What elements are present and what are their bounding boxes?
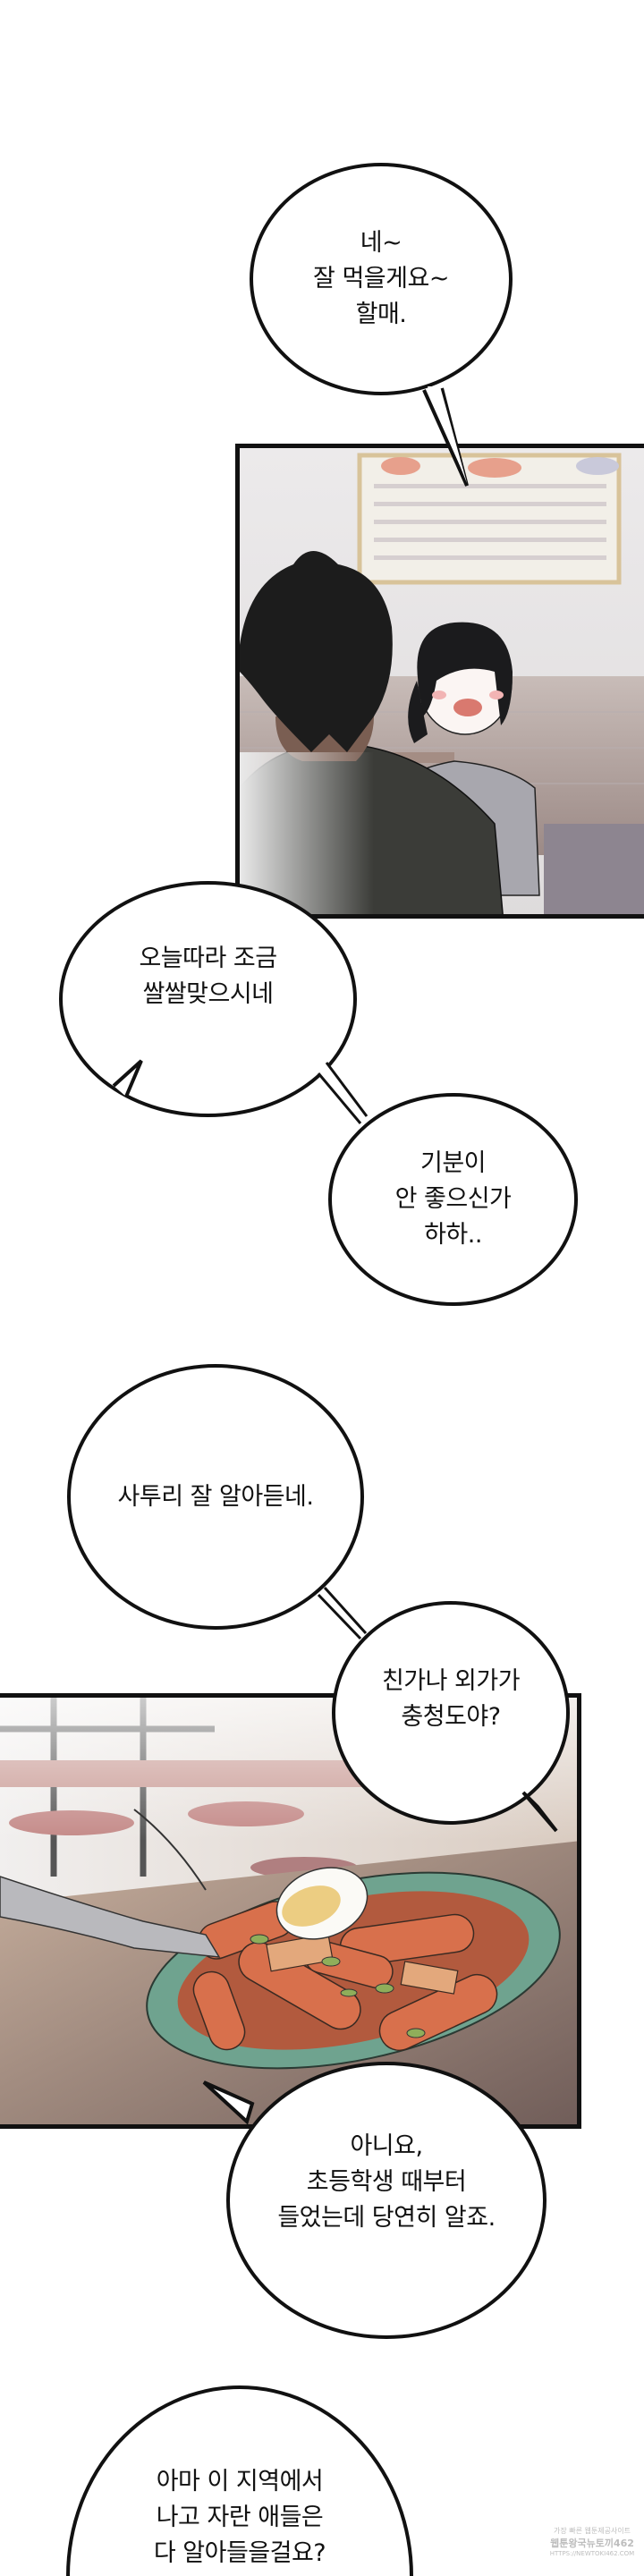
bubble-7-line-1: 아마 이 지역에서 bbox=[156, 2468, 324, 2496]
speech-bubble-1: 네~ 잘 먹을게요~ 할매. bbox=[250, 163, 513, 395]
watermark: 가장 빠른 웹툰제공사이트 웹툰왕국뉴토끼462 HTTPS://NEWTOKI… bbox=[547, 2469, 637, 2574]
bubble-5-line-2: 충청도야? bbox=[401, 1703, 501, 1731]
bubble-6-line-3: 들었는데 당연히 알죠. bbox=[277, 2204, 496, 2232]
bubble-3-line-1: 기분이 bbox=[419, 1149, 487, 1177]
panel-restaurant-conversation bbox=[235, 444, 644, 919]
panel-illustration-food bbox=[0, 1698, 577, 2124]
bubble-7-line-2: 나고 자란 애들은 bbox=[156, 2504, 324, 2531]
speech-bubble-5: 친가나 외가가 충청도야? bbox=[332, 1601, 570, 1825]
speech-bubble-2: 오늘따라 조금 쌀쌀맞으시네 bbox=[59, 881, 357, 1117]
connector-bubble-2-3 bbox=[317, 1062, 369, 1124]
bubble-6-line-2: 초등학생 때부터 bbox=[306, 2168, 467, 2196]
watermark-line-2: 웹툰왕국뉴토끼462 bbox=[550, 2538, 634, 2549]
bubble-1-line-1: 네~ bbox=[360, 229, 402, 257]
bubble-5-line-1: 친가나 외가가 bbox=[381, 1667, 521, 1695]
panel-tteokbokki-plate bbox=[0, 1693, 581, 2129]
bubble-2-line-2: 쌀쌀맞으시네 bbox=[142, 980, 274, 1008]
watermark-line-3: HTTPS://NEWTOKI462.COM bbox=[549, 2550, 635, 2557]
bubble-1-line-2: 잘 먹을게요~ bbox=[313, 265, 449, 292]
watermark-line-1: 가장 빠른 웹툰제공사이트 bbox=[553, 2527, 631, 2535]
bubble-2-line-1: 오늘따라 조금 bbox=[139, 945, 277, 972]
speech-bubble-4: 사투리 잘 알아듣네. bbox=[67, 1364, 364, 1630]
connector-bubble-4-5 bbox=[317, 1586, 368, 1640]
panel-illustration-couple bbox=[240, 448, 644, 914]
speech-bubble-6: 아니요, 초등학생 때부터 들었는데 당연히 알죠. bbox=[226, 2062, 547, 2339]
speech-bubble-3: 기분이 안 좋으신가 하하.. bbox=[328, 1093, 578, 1306]
bubble-6-line-1: 아니요, bbox=[350, 2132, 423, 2160]
bubble-4-line-1: 사투리 잘 알아듣네. bbox=[117, 1482, 314, 1511]
speech-bubble-7: 아마 이 지역에서 나고 자란 애들은 다 알아들을걸요? bbox=[66, 2385, 413, 2576]
bubble-7-line-3: 다 알아들을걸요? bbox=[153, 2539, 326, 2567]
bubble-1-line-3: 할매. bbox=[355, 301, 407, 328]
bubble-3-line-2: 안 좋으신가 bbox=[394, 1185, 512, 1213]
bubble-3-line-3: 하하.. bbox=[424, 1221, 482, 1249]
